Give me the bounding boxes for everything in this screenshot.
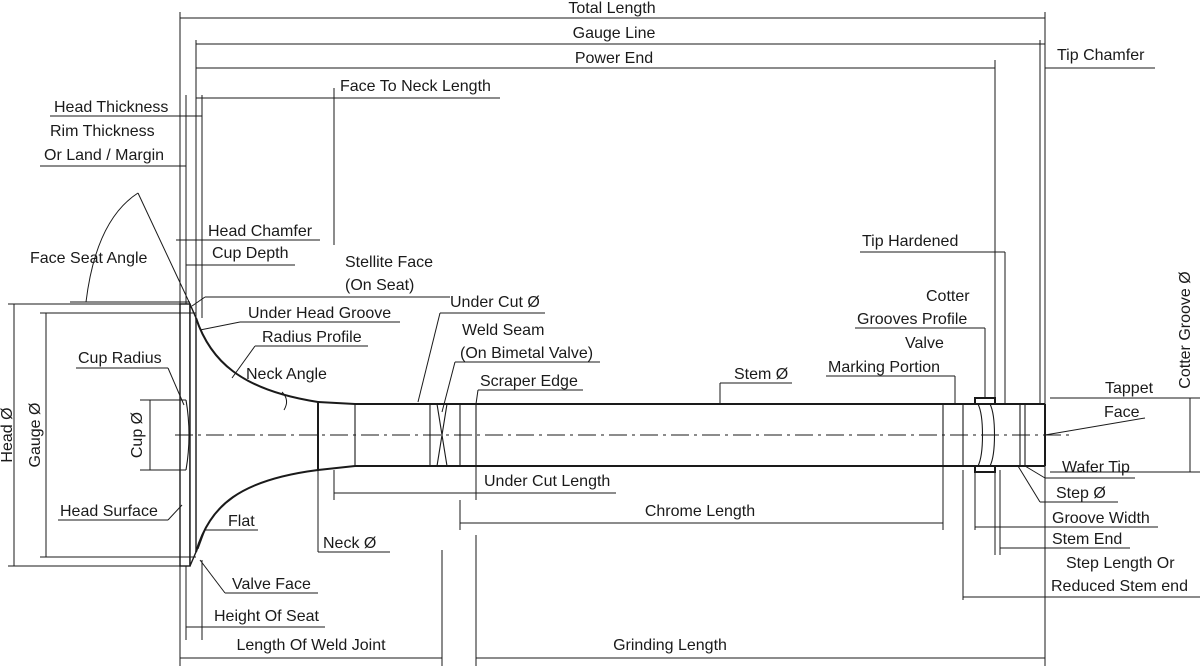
grinding-length-label: Grinding Length [613, 637, 727, 654]
power-end-label: Power End [575, 50, 653, 67]
head-area-leaders: Stellite Face (On Seat) Under Head Groov… [191, 254, 792, 594]
tip-hardened-label: Tip Hardened [862, 233, 958, 250]
radius-profile-label: Radius Profile [262, 329, 362, 346]
rim-thickness-label: Rim Thickness [50, 123, 155, 140]
weld-seam-label: Weld Seam [462, 322, 544, 339]
neck-angle-label: Neck Angle [246, 366, 327, 383]
bottom-dimensions: Under Cut Length Chrome Length Height Of… [179, 466, 1046, 666]
weld-seam-mark [436, 403, 448, 467]
total-length-label: Total Length [568, 0, 655, 17]
stellite-face-label: Stellite Face [345, 254, 433, 271]
weld-joint-label: Length Of Weld Joint [236, 637, 386, 654]
valve-marking-label-2: Marking Portion [828, 359, 940, 376]
weld-seam-label-2: (On Bimetal Valve) [460, 345, 593, 362]
tappet-face-label-2: Face [1104, 404, 1140, 421]
cotter-grooves-label: Cotter [926, 288, 970, 305]
groove-width-label: Groove Width [1052, 510, 1150, 527]
tip-chamfer-label: Tip Chamfer [1057, 47, 1145, 64]
cup-dia-label: Cup Ø [129, 412, 146, 458]
flat-label: Flat [228, 513, 255, 530]
cotter-groove-dia-label: Cotter Groove Ø [1177, 271, 1194, 388]
step-length-label-2: Reduced Stem end [1051, 578, 1188, 595]
valve-face-label: Valve Face [232, 576, 311, 593]
head-chamfer-label: Head Chamfer [208, 223, 313, 240]
rim-thickness-label-2: Or Land / Margin [44, 147, 164, 164]
step-dia-label: Step Ø [1056, 485, 1106, 502]
cup-depth-label: Cup Depth [212, 245, 289, 262]
tappet-face-label: Tappet [1105, 380, 1154, 397]
stem-end-annotations: Tip Hardened Cotter Grooves Profile Valv… [826, 233, 1200, 600]
head-dia-label: Head Ø [0, 407, 16, 462]
stem-dia-label: Stem Ø [734, 366, 788, 383]
wafer-tip-label: Wafer Tip [1062, 459, 1130, 476]
face-seat-angle-group: Face Seat Angle [30, 192, 191, 305]
neck-angle-arc [281, 391, 288, 411]
scraper-edge-label: Scraper Edge [480, 373, 578, 390]
under-cut-dia-label: Under Cut Ø [450, 294, 540, 311]
valve-neck-fillet [195, 317, 319, 553]
cotter-groove-bottom [974, 466, 996, 473]
valve-marking-label: Valve [905, 335, 944, 352]
step-length-label: Step Length Or [1066, 555, 1175, 572]
chrome-length-label: Chrome Length [645, 503, 755, 520]
valve-stem-outline [317, 401, 1045, 471]
under-cut-length-label: Under Cut Length [484, 473, 610, 490]
face-seat-angle-label: Face Seat Angle [30, 250, 148, 267]
neck-dia-label: Neck Ø [323, 535, 376, 552]
stem-end-label: Stem End [1052, 531, 1122, 548]
stellite-face-label-2: (On Seat) [345, 277, 414, 294]
gauge-dia-label: Gauge Ø [27, 403, 44, 468]
under-head-groove-label: Under Head Groove [248, 305, 391, 322]
face-to-neck-label: Face To Neck Length [340, 78, 491, 95]
face-seat-angle-arc [85, 192, 139, 303]
gauge-line-label: Gauge Line [573, 25, 656, 42]
height-of-seat-label: Height Of Seat [214, 608, 320, 625]
head-thickness-label: Head Thickness [54, 99, 168, 116]
top-dimensions: Total Length Gauge Line Power End Tip Ch… [40, 0, 1155, 404]
head-surface-label: Head Surface [60, 503, 158, 520]
cup-radius-label: Cup Radius [78, 350, 162, 367]
left-diameter-dimensions: Head Ø Gauge Ø Cup Ø Cup Radius Head Sur… [0, 303, 196, 567]
cotter-grooves-label-2: Grooves Profile [857, 311, 967, 328]
